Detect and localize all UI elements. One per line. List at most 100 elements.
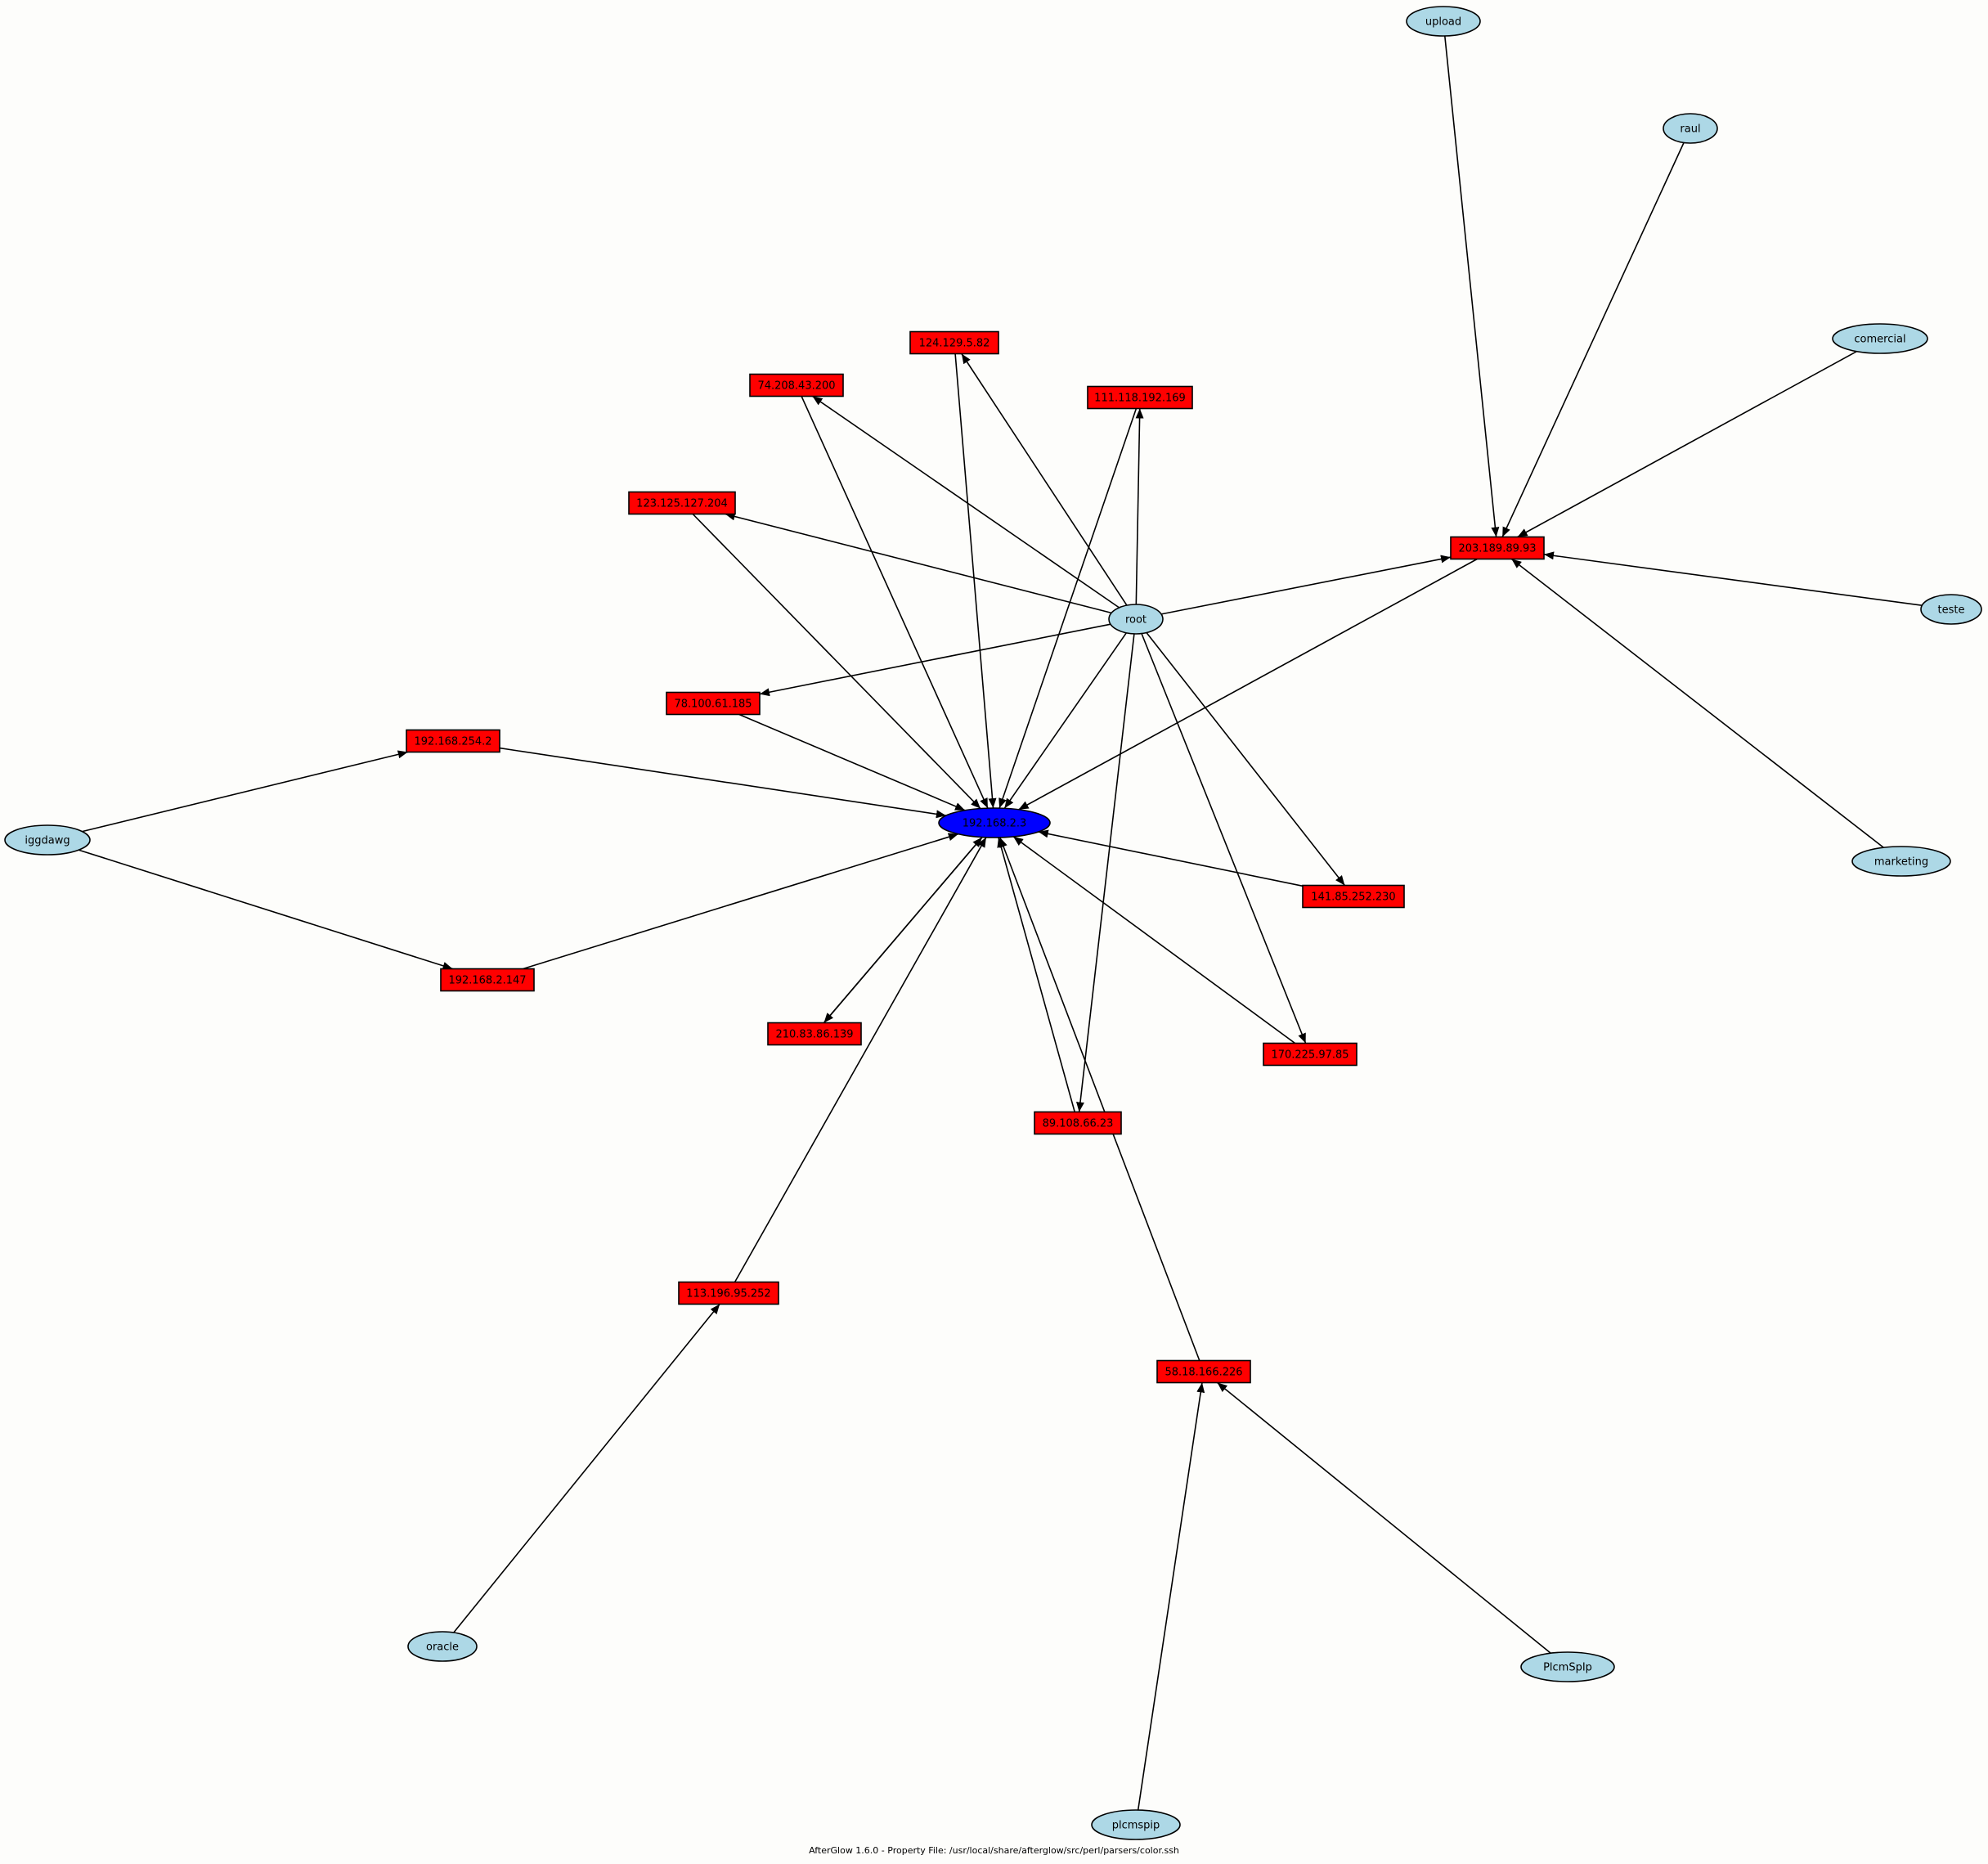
node-label-raul: raul: [1680, 124, 1700, 136]
node-label-upload: upload: [1425, 16, 1461, 29]
node-label-ip123: 123.125.127.204: [636, 498, 728, 510]
ip-node-ip124: 124.129.5.82: [909, 330, 999, 355]
user-node-teste: teste: [1920, 594, 1982, 625]
node-label-marketing: marketing: [1874, 856, 1928, 869]
node-shape-center: [938, 807, 1051, 838]
node-shape-oracle: [407, 1631, 478, 1662]
node-label-plcmspip: plcmspip: [1112, 1820, 1160, 1832]
node-label-ip111: 111.118.192.169: [1094, 393, 1186, 405]
node-label-oracle: oracle: [426, 1642, 459, 1654]
user-node-marketing: marketing: [1851, 846, 1951, 877]
edge-marketing-to-ip203: [1510, 558, 1884, 848]
ip-node-ip113: 113.196.95.252: [678, 1281, 779, 1305]
node-shape-ip124: [909, 330, 999, 355]
ip-node-ip74: 74.208.43.200: [749, 373, 844, 398]
edge-teste-to-ip203: [1543, 551, 1923, 606]
edge-ip170-to-center: [1012, 836, 1296, 1044]
edge-ip74-to-center: [801, 396, 989, 809]
ip-node-ip210: 210.83.86.139: [767, 1022, 862, 1046]
node-shape-ip111: [1087, 385, 1193, 410]
edge-oracle-to-ip113: [453, 1303, 720, 1633]
edge-raul-to-ip203: [1501, 142, 1685, 537]
node-shape-ip74: [749, 373, 844, 398]
user-node-comercial: comercial: [1832, 323, 1928, 354]
ip-node-ip141: 141.85.252.230: [1302, 884, 1405, 909]
node-label-ip124: 124.129.5.82: [919, 338, 990, 350]
user-node-raul: raul: [1663, 113, 1718, 144]
node-label-ip58: 58.18.166.226: [1165, 1367, 1242, 1379]
edge-root-to-ip74: [812, 395, 1120, 609]
ip-node-ip2147: 192.168.2.147: [440, 968, 535, 992]
node-shape-upload: [1406, 6, 1481, 37]
node-shape-ip203: [1450, 536, 1545, 560]
ip-node-ip254: 192.168.254.2: [406, 729, 500, 753]
edge-ip124-to-center: [954, 353, 997, 809]
edge-comercial-to-ip203: [1517, 350, 1857, 538]
user-node-iggdawg: iggdawg: [4, 824, 91, 856]
node-label-center: 192.168.2.3: [963, 818, 1027, 830]
node-label-ip141: 141.85.252.230: [1311, 892, 1395, 904]
user-node-upload: upload: [1406, 6, 1481, 37]
user-node-oracle: oracle: [407, 1631, 478, 1662]
nodes-layer: 192.168.2.3 root iggdawg upload raul comercia…: [4, 6, 1982, 1840]
node-shape-ip89: [1034, 1111, 1122, 1135]
edge-upload-to-ip203: [1444, 35, 1500, 537]
user-node-PlcmSpIp: PlcmSpIp: [1520, 1651, 1615, 1682]
node-shape-ip141: [1302, 884, 1405, 909]
node-shape-ip78: [666, 691, 761, 716]
node-shape-ip58: [1156, 1359, 1251, 1384]
node-label-ip78: 78.100.61.185: [674, 698, 752, 711]
node-shape-comercial: [1832, 323, 1928, 354]
node-label-ip74: 74.208.43.200: [757, 380, 835, 393]
center-node-center: 192.168.2.3: [938, 807, 1051, 838]
node-shape-teste: [1920, 594, 1982, 625]
edge-ip123-to-center: [692, 513, 981, 810]
edge-iggdawg-to-ip2147: [79, 849, 453, 970]
node-shape-ip210: [767, 1022, 862, 1046]
ip-node-ip89: 89.108.66.23: [1034, 1111, 1122, 1135]
node-label-ip113: 113.196.95.252: [686, 1288, 770, 1300]
node-label-ip2147: 192.168.2.147: [448, 975, 526, 987]
node-shape-iggdawg: [4, 824, 91, 856]
edge-ip78-to-center: [738, 713, 966, 811]
node-shape-plcmspip: [1091, 1809, 1181, 1840]
edge-root-to-ip141: [1146, 632, 1346, 886]
node-label-ip89: 89.108.66.23: [1043, 1118, 1114, 1130]
edge-ip113-to-center: [734, 837, 987, 1282]
node-label-ip254: 192.168.254.2: [414, 736, 491, 748]
edge-root-to-ip124: [961, 353, 1128, 606]
edge-ip203-to-center: [1018, 558, 1478, 811]
ip-node-ip170: 170.225.97.85: [1263, 1042, 1357, 1067]
edge-ip89-to-center: [997, 837, 1075, 1112]
edge-root-to-center: [1003, 632, 1127, 809]
edge-root-to-ip78: [759, 623, 1111, 697]
node-label-root: root: [1125, 614, 1147, 627]
node-label-PlcmSpIp: PlcmSpIp: [1543, 1662, 1592, 1674]
node-label-ip170: 170.225.97.85: [1271, 1049, 1349, 1062]
ip-node-ip203: 203.189.89.93: [1450, 536, 1545, 560]
ip-node-ip78: 78.100.61.185: [666, 691, 761, 716]
ip-node-ip58: 58.18.166.226: [1156, 1359, 1251, 1384]
edges-layer: [79, 35, 1923, 1811]
user-node-plcmspip: plcmspip: [1091, 1809, 1181, 1840]
edge-ip141-to-center: [1038, 829, 1304, 887]
node-label-iggdawg: iggdawg: [25, 835, 70, 847]
edge-root-to-ip203: [1160, 555, 1452, 615]
node-label-teste: teste: [1938, 604, 1965, 617]
ip-node-ip111: 111.118.192.169: [1087, 385, 1193, 410]
edge-root-to-ip89: [1076, 633, 1135, 1112]
node-shape-ip123: [628, 491, 736, 515]
edge-ip2147-to-center: [523, 833, 959, 970]
edge-ip111-to-center: [998, 408, 1138, 809]
graph-caption: AfterGlow 1.6.0 - Property File: /usr/lo…: [809, 1845, 1179, 1856]
node-shape-ip113: [678, 1281, 779, 1305]
edge-PlcmSpIp-to-ip58: [1217, 1381, 1551, 1654]
ip-node-ip123: 123.125.127.204: [628, 491, 736, 515]
node-shape-ip254: [406, 729, 500, 753]
edge-center-to-ip210: [823, 837, 983, 1024]
edge-root-to-ip170: [1141, 633, 1307, 1044]
node-label-ip210: 210.83.86.139: [775, 1029, 853, 1041]
edge-ip58-to-center: [999, 837, 1200, 1361]
node-label-comercial: comercial: [1854, 334, 1905, 346]
